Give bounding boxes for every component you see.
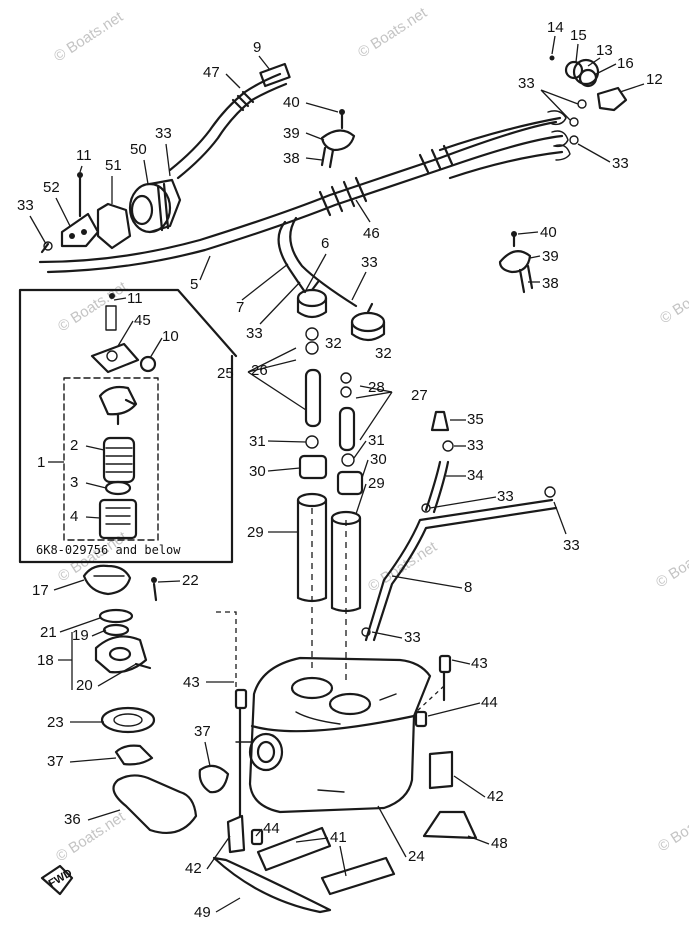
watermark: © Boats.net (655, 798, 689, 856)
label-42: 42 (185, 860, 202, 877)
label-44: 44 (481, 694, 498, 711)
label-37: 37 (47, 753, 64, 770)
label-27: 27 (411, 387, 428, 404)
label-10: 10 (162, 328, 179, 345)
label-31: 31 (368, 432, 385, 449)
label-48: 48 (491, 835, 508, 852)
fuel-tank (235, 656, 432, 814)
label-22: 22 (182, 572, 199, 589)
vent-cap-assembly (549, 55, 628, 145)
label-33: 33 (563, 537, 580, 554)
label-52: 52 (43, 179, 60, 196)
label-36: 36 (64, 811, 81, 828)
label-13: 13 (596, 42, 613, 59)
label-19: 19 (72, 627, 89, 644)
label-29: 29 (247, 524, 264, 541)
label-33: 33 (361, 254, 378, 271)
label-2: 2 (70, 437, 78, 454)
label-26: 26 (251, 362, 268, 379)
label-14: 14 (547, 19, 564, 36)
label-21: 21 (40, 624, 57, 641)
label-4: 4 (70, 508, 78, 525)
label-38: 38 (283, 150, 300, 167)
label-33: 33 (467, 437, 484, 454)
watermark: © Boats.net (657, 270, 689, 328)
label-29: 29 (368, 475, 385, 492)
part-labels: 9 47 40 39 38 33 50 11 51 52 33 14 15 13… (17, 19, 663, 921)
label-49: 49 (194, 904, 211, 921)
label-40: 40 (540, 224, 557, 241)
label-15: 15 (570, 27, 587, 44)
watermark: © Boats.net (55, 278, 131, 336)
label-43: 43 (471, 655, 488, 672)
label-41: 41 (330, 829, 347, 846)
label-51: 51 (105, 157, 122, 174)
label-25: 25 (217, 365, 234, 382)
label-28: 28 (368, 379, 385, 396)
label-34: 34 (467, 467, 484, 484)
label-16: 16 (617, 55, 634, 72)
label-11: 11 (127, 290, 143, 307)
label-5: 5 (190, 276, 198, 293)
label-24: 24 (408, 848, 425, 865)
label-32: 32 (325, 335, 342, 352)
clamp-assembly-upper (320, 109, 356, 169)
label-43: 43 (183, 674, 200, 691)
label-33: 33 (17, 197, 34, 214)
label-37: 37 (194, 723, 211, 740)
label-39: 39 (283, 125, 300, 142)
fuel-filter-assembly (40, 172, 182, 254)
watermark: © Boats.net (51, 8, 127, 66)
label-47: 47 (203, 64, 220, 81)
watermark: © Boats.net (355, 4, 431, 62)
label-18: 18 (37, 652, 54, 669)
label-50: 50 (130, 141, 147, 158)
label-12: 12 (646, 71, 663, 88)
label-20: 20 (76, 677, 93, 694)
label-30: 30 (249, 463, 266, 480)
label-33: 33 (404, 629, 421, 646)
watermark: © Boats.net (653, 534, 689, 592)
label-33: 33 (518, 75, 535, 92)
label-33: 33 (612, 155, 629, 172)
label-35: 35 (467, 411, 484, 428)
label-40: 40 (283, 94, 300, 111)
label-23: 23 (47, 714, 64, 731)
inset-box: 6K8-029756 and below (18, 288, 238, 564)
label-9: 9 (253, 39, 261, 56)
label-38: 38 (542, 275, 559, 292)
label-31: 31 (249, 433, 266, 450)
label-3: 3 (70, 474, 78, 491)
label-11: 11 (76, 147, 92, 164)
clamp-assembly-right (498, 231, 534, 294)
label-7: 7 (236, 299, 244, 316)
label-39: 39 (542, 248, 559, 265)
label-33: 33 (497, 488, 514, 505)
label-6: 6 (321, 235, 329, 252)
fwd-arrow: FWD (47, 867, 75, 890)
label-32: 32 (375, 345, 392, 362)
return-hose (168, 62, 291, 180)
label-33: 33 (246, 325, 263, 342)
label-8: 8 (464, 579, 472, 596)
fuel-cap-assembly (82, 564, 230, 834)
inset-note: 6K8-029756 and below (36, 543, 181, 557)
label-44: 44 (263, 820, 280, 837)
label-30: 30 (370, 451, 387, 468)
label-42: 42 (487, 788, 504, 805)
label-46: 46 (363, 225, 380, 242)
label-1: 1 (37, 454, 45, 471)
label-45: 45 (134, 312, 151, 329)
label-17: 17 (32, 582, 49, 599)
fuel-hose-bundle (38, 110, 571, 308)
label-33: 33 (155, 125, 172, 142)
